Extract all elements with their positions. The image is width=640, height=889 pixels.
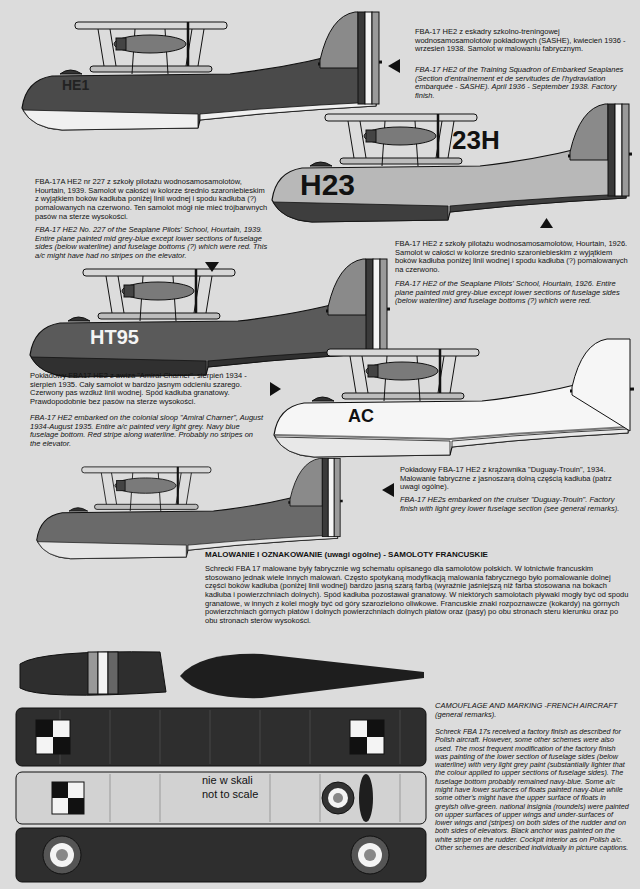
aircraft-code: AC [348, 406, 374, 427]
scale-note: nie w skali [200, 774, 255, 787]
lower-wing-top [16, 828, 426, 882]
caption-english: FBA-17 HE2 embarked on the colonial sloo… [30, 414, 265, 449]
caption-english: FBA-17 HE2 of the Seaplane Pilots' Schoo… [395, 280, 630, 306]
caption-english: FBA-17 HE2 of the Training Squadron of E… [415, 66, 630, 101]
aircraft-profile [274, 339, 634, 457]
caption-polish: FBA-17A HE2 nr 227 z szkoły pilotażu wod… [35, 178, 270, 221]
section-heading: CAMOUFLAGE AND MARKING -FRENCH AIRCRAFT … [435, 702, 630, 719]
aircraft-code: 23H [452, 126, 500, 156]
aircraft-profile [37, 458, 343, 558]
aircraft-profile [30, 259, 390, 377]
pointer-triangles [205, 59, 553, 497]
caption-polish: Pokładowy FBA17 HE2 z awiza "Amiral Char… [30, 372, 265, 407]
aircraft-profile [272, 104, 632, 222]
caption-english: FBA-17 HE2s embarked on the cruiser "Dug… [400, 496, 630, 513]
section-heading: MALOWANIE I OZNAKOWANIE (uwagi ogólne) -… [205, 550, 488, 559]
aircraft-code: H23 [300, 168, 355, 203]
scale-note: not to scale [200, 788, 260, 801]
aircraft-code: HT95 [90, 326, 139, 349]
hull-top-view [180, 654, 424, 698]
remarks-polish: Schrecki FBA 17 malowane były fabrycznie… [205, 565, 630, 625]
tailplane-top-view [20, 652, 166, 695]
caption-english: FBA-17 HE2 No. 227 of the Seaplane Pilot… [35, 226, 270, 261]
caption-polish: Pokładowy FBA-17 HE2 z krążownika "Dugua… [400, 466, 630, 492]
aircraft-code: HE1 [62, 77, 89, 93]
lower-wing-underside [16, 772, 426, 824]
caption-polish: FBA-17 HE2 z szkoły pilotażu wodnosamosa… [395, 240, 630, 275]
caption-polish: FBA-17 HE2 z eskadry szkolno-treningowej… [415, 28, 630, 54]
upper-wing-top [16, 708, 426, 766]
aircraft-profile [22, 12, 382, 130]
remarks-english: Schreck FBA 17s received a factory finis… [435, 728, 630, 852]
